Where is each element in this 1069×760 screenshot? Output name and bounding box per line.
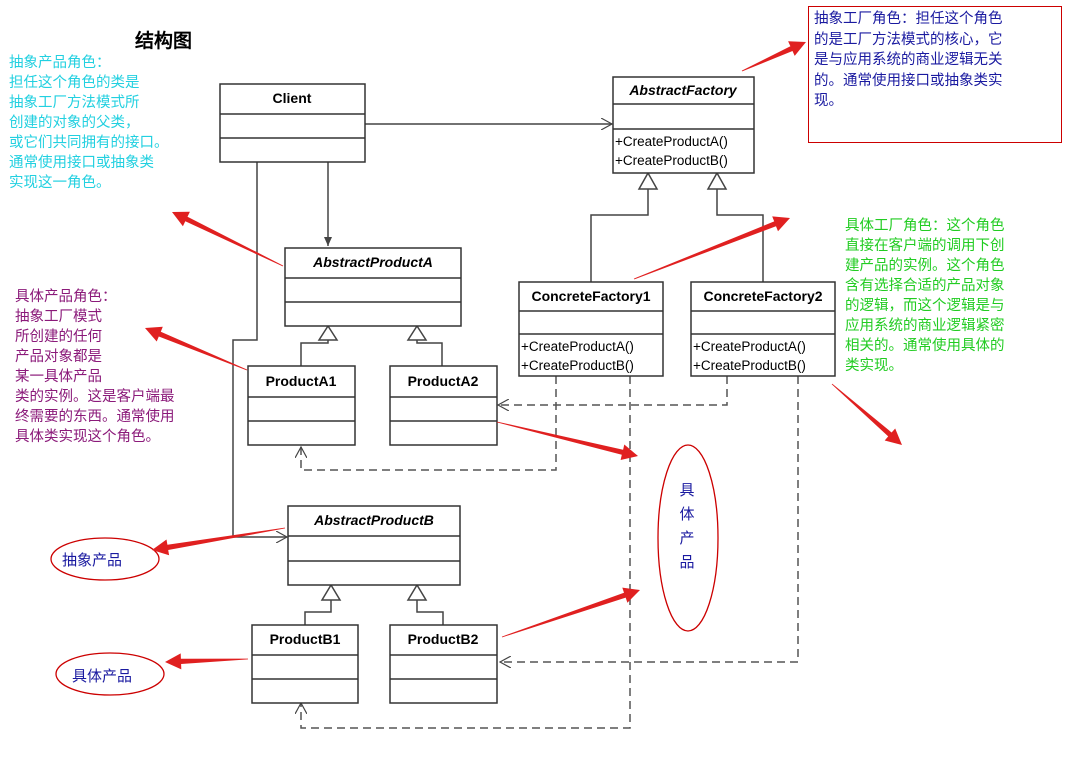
- arrow-to-concrete-factory-note: [633, 216, 790, 280]
- oval-concrete-product: [55, 652, 165, 696]
- triangle-apb-right: [406, 583, 428, 601]
- class-concrete-factory-1: ConcreteFactory1 +CreateProductA() +Crea…: [518, 281, 664, 377]
- pa2-inherits-apa: [416, 340, 443, 366]
- abstract-product-a-name: AbstractProductA: [312, 254, 433, 270]
- arrow-to-concrete-product-note: [145, 326, 248, 371]
- product-a2-name: ProductA2: [408, 373, 479, 389]
- class-concrete-factory-2: ConcreteFactory2 +CreateProductA() +Crea…: [690, 281, 836, 377]
- class-product-a2: ProductA2: [389, 365, 498, 446]
- arrow-to-abstract-product-note: [172, 211, 284, 267]
- product-b2-name: ProductB2: [408, 631, 479, 647]
- client-to-abstract-product-b: [232, 162, 287, 537]
- concrete-factory-1-method-a: +CreateProductA(): [521, 339, 634, 354]
- pb1-inherits-apb: [304, 600, 332, 625]
- note-concrete-factory-role: 具体工厂角色：这个角色 直接在客户端的调用下创 建产品的实例。这个角色 含有选择…: [845, 218, 1005, 374]
- oval-label-concrete-product: 具体产品: [72, 667, 133, 685]
- oval-concrete-product-vertical: [657, 444, 719, 632]
- arrow-to-abstract-product-oval: [152, 527, 286, 556]
- concrete-factory-1-name: ConcreteFactory1: [531, 288, 650, 304]
- concrete-factory-2-method-a: +CreateProductA(): [693, 339, 806, 354]
- class-abstract-product-b: AbstractProductB: [287, 505, 461, 586]
- triangle-apb-left: [320, 583, 342, 601]
- product-a1-name: ProductA1: [266, 373, 337, 389]
- arrow-to-concrete-product-oval: [165, 653, 248, 670]
- pb2-inherits-apb: [416, 600, 444, 625]
- concrete-factory-2-method-b: +CreateProductB(): [693, 358, 806, 373]
- connectors: [232, 124, 764, 625]
- cf1-inherits-af: [590, 189, 649, 282]
- dependencies: [301, 376, 799, 729]
- cf2-inherits-af: [716, 189, 764, 282]
- class-client: Client: [219, 83, 366, 163]
- concrete-factory-1-method-b: +CreateProductB(): [521, 358, 634, 373]
- note-concrete-product-role: 具体产品角色： 抽象工厂模式 所创建的任何 产品对象都是 某一具体产品 类的实例…: [15, 289, 175, 445]
- oval-abstract-product: [50, 537, 160, 581]
- triangle-apa-right: [406, 324, 428, 341]
- oval-label-abstract-product: 抽象产品: [62, 551, 123, 569]
- class-product-b2: ProductB2: [389, 624, 498, 704]
- page-title: 结构图: [135, 30, 193, 52]
- abstract-product-b-name: AbstractProductB: [313, 512, 434, 528]
- class-product-b1: ProductB1: [251, 624, 359, 704]
- abstract-factory-method-a: +CreateProductA(): [615, 134, 728, 149]
- arrow-to-vertical-oval-b: [501, 587, 640, 638]
- arrow-from-concrete-factory-2: [831, 383, 902, 445]
- cf2-creates-a2: [498, 376, 728, 405]
- class-abstract-product-a: AbstractProductA: [284, 247, 462, 327]
- arrow-to-vertical-oval-a: [496, 421, 638, 460]
- cf2-creates-b2: [500, 376, 799, 662]
- vertical-label-concrete-product: 具 体 产 品: [679, 481, 695, 571]
- abstract-factory-method-b: +CreateProductB(): [615, 153, 728, 168]
- triangle-af-right: [706, 171, 728, 190]
- pa1-inherits-apa: [300, 340, 329, 366]
- triangle-af-left: [637, 171, 659, 190]
- cf1-creates-b1: [301, 376, 631, 729]
- note-abstract-factory-role: 抽象工厂角色：担任这个角色 的是工厂方法模式的核心，它 是与应用系统的商业逻辑无…: [808, 6, 1062, 143]
- abstract-factory-name: AbstractFactory: [628, 82, 738, 98]
- class-product-a1: ProductA1: [247, 365, 356, 446]
- callout-arrows: [145, 41, 902, 670]
- client-name: Client: [273, 90, 312, 106]
- cf1-creates-a1: [301, 376, 557, 471]
- concrete-factory-2-name: ConcreteFactory2: [703, 288, 822, 304]
- product-b1-name: ProductB1: [270, 631, 341, 647]
- arrow-to-abstract-factory-note: [741, 41, 806, 72]
- ovals: [50, 444, 719, 696]
- note-abstract-product-role: 抽象产品角色： 担任这个角色的类是 抽象工厂方法模式所 创建的对象的父类， 或它…: [9, 55, 169, 191]
- class-abstract-factory: AbstractFactory +CreateProductA() +Creat…: [612, 76, 755, 174]
- triangle-apa-left: [317, 324, 339, 341]
- inheritance-triangles: [317, 171, 728, 601]
